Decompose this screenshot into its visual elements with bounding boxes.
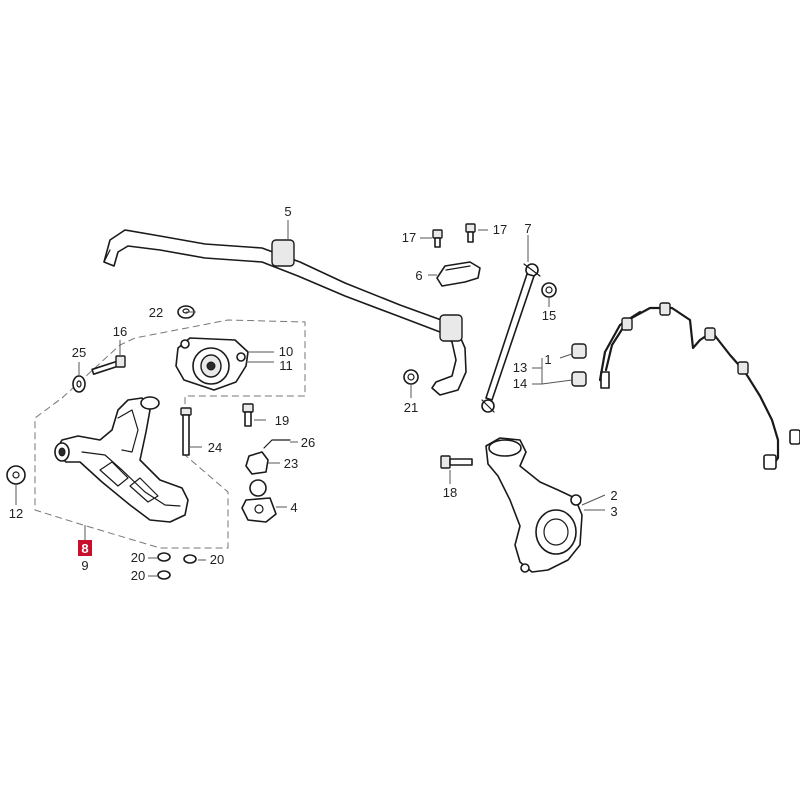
wheel-speed-sensor-harness[interactable] xyxy=(598,302,800,470)
callout-25: 25 xyxy=(72,345,86,360)
self-locking-nut-21[interactable] xyxy=(403,369,419,385)
highlighted-part-marker xyxy=(78,540,92,556)
callout-24: 24 xyxy=(208,440,222,455)
flange-bolt-17-left[interactable] xyxy=(432,229,443,248)
callout-15: 15 xyxy=(542,308,556,323)
nut-20-c[interactable] xyxy=(157,570,171,580)
callout-12: 12 xyxy=(9,506,23,521)
front-lower-arm[interactable] xyxy=(54,396,189,523)
callout-3: 3 xyxy=(610,504,617,519)
sensor-clip-13[interactable] xyxy=(571,343,587,359)
callout-21: 21 xyxy=(404,400,418,415)
stabilizer-link[interactable] xyxy=(481,263,541,413)
callout-1: 1 xyxy=(544,352,551,367)
callout-17-left: 17 xyxy=(402,230,416,245)
callout-14: 14 xyxy=(513,376,527,391)
flange-bolt-19[interactable] xyxy=(242,403,254,427)
callout-22: 22 xyxy=(149,305,163,320)
stabilizer-bar[interactable] xyxy=(103,229,467,396)
callout-16: 16 xyxy=(113,324,127,339)
callout-2: 2 xyxy=(610,488,617,503)
callout-18: 18 xyxy=(443,485,457,500)
callout-19: 19 xyxy=(275,413,289,428)
flange-bolt-16[interactable] xyxy=(91,355,126,375)
stabilizer-bushing-holder[interactable] xyxy=(436,261,481,287)
washer-12[interactable] xyxy=(6,465,26,485)
nut-23[interactable] xyxy=(245,451,269,475)
callout-20-c: 20 xyxy=(131,568,145,583)
callout-20-b: 20 xyxy=(210,552,224,567)
callout-10: 10 xyxy=(279,344,293,359)
callout-17-right: 17 xyxy=(493,222,507,237)
self-locking-nut-15[interactable] xyxy=(541,282,557,298)
bolt-24[interactable] xyxy=(180,407,192,456)
flange-bolt-17-right[interactable] xyxy=(465,223,476,243)
callout-23: 23 xyxy=(284,456,298,471)
compliance-bushing[interactable] xyxy=(175,337,249,391)
callout-4: 4 xyxy=(290,500,297,515)
ball-joint[interactable] xyxy=(241,479,277,523)
nut-20-a[interactable] xyxy=(157,552,171,562)
callout-9: 9 xyxy=(81,558,88,573)
callout-11: 11 xyxy=(279,358,293,373)
leader-lines xyxy=(15,220,606,577)
sensor-clip-14[interactable] xyxy=(571,371,610,389)
clip-26[interactable] xyxy=(263,439,291,449)
callout-26: 26 xyxy=(301,435,315,450)
callout-6: 6 xyxy=(415,268,422,283)
nut-20-b[interactable] xyxy=(183,554,197,564)
steering-knuckle[interactable] xyxy=(485,437,583,573)
callout-5: 5 xyxy=(284,204,291,219)
callout-7: 7 xyxy=(524,221,531,236)
callout-20-a: 20 xyxy=(131,550,145,565)
washer-25[interactable] xyxy=(72,375,86,393)
callout-13: 13 xyxy=(513,360,527,375)
callout-8-highlighted[interactable]: 8 xyxy=(81,541,88,556)
bolt-18[interactable] xyxy=(440,455,473,469)
